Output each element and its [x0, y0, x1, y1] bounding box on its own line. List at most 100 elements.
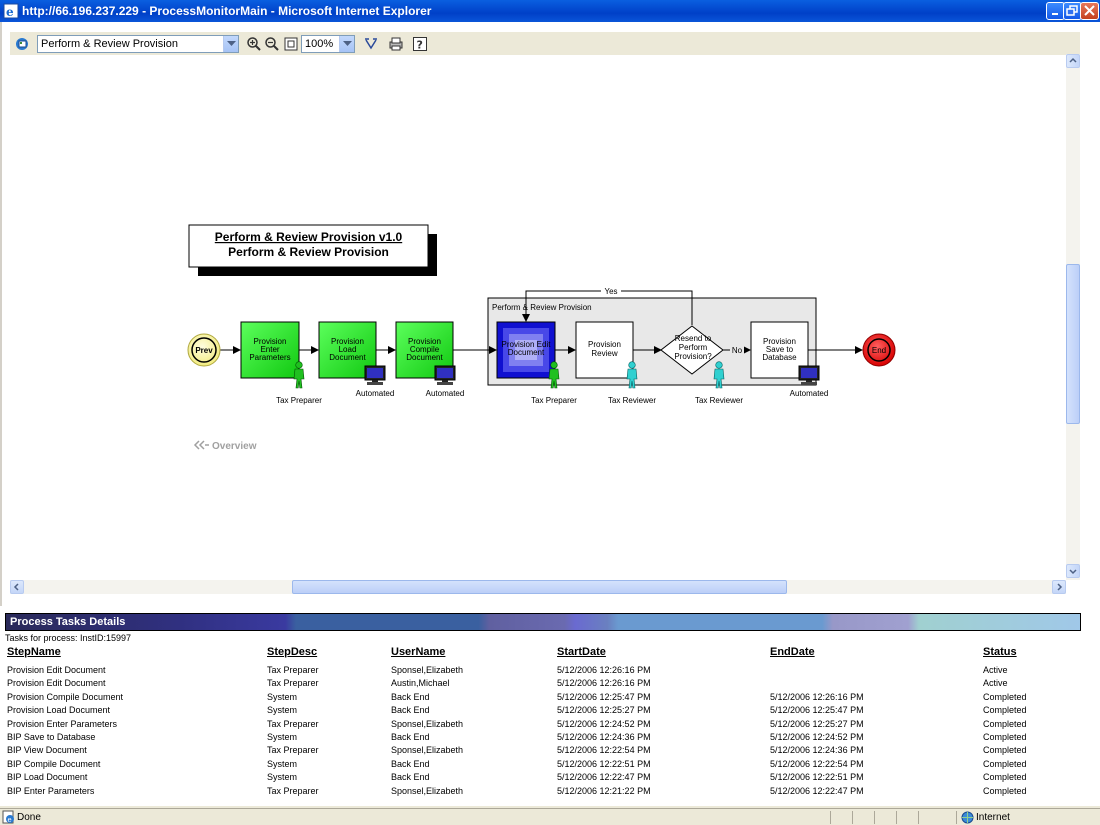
yes-label: Yes — [604, 287, 617, 296]
chevron-down-icon — [1069, 569, 1077, 575]
svg-text:Load: Load — [339, 345, 357, 354]
column-header-start-date[interactable]: StartDate — [557, 646, 606, 658]
cell-step-name: Provision Compile Document — [7, 691, 124, 702]
cell-start-date: 5/12/2006 12:26:16 PM — [557, 678, 651, 689]
vertical-scroll-thumb[interactable] — [1066, 264, 1080, 424]
scroll-down-button[interactable] — [1066, 564, 1080, 578]
print-icon[interactable] — [388, 36, 404, 52]
group-label: Perform & Review Provision — [492, 303, 592, 312]
column-header-step-name[interactable]: StepName — [7, 646, 61, 658]
step-2-performer: Automated — [356, 389, 395, 398]
chevron-down-icon — [343, 41, 352, 46]
column-header-status[interactable]: Status — [983, 646, 1017, 658]
svg-text:Provision: Provision — [763, 337, 796, 346]
cell-start-date: 5/12/2006 12:25:47 PM — [557, 691, 651, 702]
cell-step-name: BIP Enter Parameters — [7, 785, 95, 796]
step-provision-edit-document[interactable]: Provision Edit Document — [496, 321, 556, 379]
process-viewer: Perform & Review Provision 100% ? — [0, 22, 1100, 606]
diagram-title-line2: Perform & Review Provision — [228, 245, 389, 259]
cell-user-name: Sponsel,Elizabeth — [391, 665, 464, 675]
svg-text:Perform: Perform — [679, 343, 708, 352]
fit-page-icon[interactable] — [283, 36, 299, 52]
cell-step-name: BIP View Document — [7, 745, 87, 756]
cell-end-date: 5/12/2006 12:25:27 PM — [770, 718, 864, 729]
cell-step-desc: Tax Preparer — [267, 785, 319, 796]
horizontal-scroll-thumb[interactable] — [292, 580, 787, 594]
scroll-left-button[interactable] — [10, 580, 24, 594]
cell-start-date: 5/12/2006 12:22:54 PM — [557, 745, 651, 756]
column-header-user-name[interactable]: UserName — [391, 646, 446, 658]
zoom-select-dropdown[interactable] — [339, 36, 354, 52]
svg-text:Provision: Provision — [588, 340, 621, 349]
cell-end-date: 5/12/2006 12:24:52 PM — [770, 732, 864, 742]
start-event[interactable]: Prev — [187, 333, 221, 367]
cell-step-desc: System — [267, 732, 298, 742]
status-divider — [918, 811, 919, 824]
overview-link[interactable]: Overview — [193, 440, 257, 452]
cell-status: Active — [983, 678, 1008, 689]
cell-end-date: 5/12/2006 12:22:51 PM — [770, 772, 864, 783]
ie-logo-icon: e — [3, 3, 19, 19]
cell-status: Completed — [983, 718, 1027, 729]
diagram-title-line1: Perform & Review Provision v1.0 — [215, 230, 403, 244]
cell-start-date: 5/12/2006 12:25:27 PM — [557, 705, 651, 716]
cell-status: Completed — [983, 732, 1027, 742]
step-provision-review[interactable]: Provision Review — [575, 321, 634, 379]
zoom-out-icon[interactable] — [264, 36, 280, 52]
scroll-right-button[interactable] — [1052, 580, 1066, 594]
pan-tool-icon[interactable] — [363, 36, 379, 52]
restore-icon — [1066, 5, 1078, 16]
svg-text:Document: Document — [329, 353, 366, 362]
cell-start-date: 5/12/2006 12:22:51 PM — [557, 758, 651, 769]
cell-end-date: 5/12/2006 12:24:36 PM — [770, 745, 864, 756]
column-header-step-desc[interactable]: StepDesc — [267, 646, 318, 658]
horizontal-scrollbar[interactable] — [10, 580, 1066, 594]
svg-text:Provision: Provision — [408, 337, 441, 346]
cell-start-date: 5/12/2006 12:24:52 PM — [557, 718, 651, 729]
cell-user-name: Back End — [391, 705, 430, 716]
step-provision-load-document[interactable]: Provision Load Document — [318, 321, 377, 379]
vertical-scrollbar[interactable] — [1066, 54, 1080, 580]
process-map-icon[interactable] — [14, 36, 30, 52]
process-select-dropdown[interactable] — [223, 36, 238, 52]
step-provision-enter-parameters[interactable]: Provision Enter Parameters — [240, 321, 300, 379]
cell-step-name: Provision Edit Document — [7, 665, 106, 675]
chevron-left-icon — [13, 583, 19, 591]
cell-step-desc: Tax Preparer — [267, 718, 319, 729]
step-3-performer: Automated — [426, 389, 465, 398]
svg-text:?: ? — [417, 39, 423, 52]
internet-zone-icon — [961, 811, 974, 824]
zoom-in-icon[interactable] — [246, 36, 262, 52]
scroll-up-button[interactable] — [1066, 54, 1080, 68]
no-label: No — [732, 346, 743, 355]
cell-start-date: 5/12/2006 12:21:22 PM — [557, 785, 651, 796]
end-event[interactable]: End — [862, 333, 896, 367]
cell-step-name: Provision Load Document — [7, 705, 111, 716]
svg-text:Resend to: Resend to — [675, 334, 712, 343]
process-select[interactable]: Perform & Review Provision — [37, 35, 239, 53]
svg-text:e: e — [6, 5, 14, 19]
cell-user-name: Back End — [391, 691, 430, 702]
column-header-end-date[interactable]: EndDate — [770, 646, 815, 658]
zoom-select[interactable]: 100% — [301, 35, 355, 53]
close-button[interactable] — [1080, 2, 1099, 20]
cell-status: Completed — [983, 758, 1027, 769]
help-icon[interactable]: ? — [412, 36, 428, 52]
cell-step-name: Provision Enter Parameters — [7, 718, 118, 729]
svg-text:Provision: Provision — [331, 337, 364, 346]
decision-resend-to-perform-provision[interactable]: Resend to Perform Provision? — [660, 325, 724, 375]
svg-text:Compile: Compile — [410, 345, 440, 354]
viewer-toolbar: Perform & Review Provision 100% ? — [10, 32, 1080, 56]
step-7-performer: Automated — [790, 389, 829, 398]
tasks-header-bar: Process Tasks Details — [5, 613, 1081, 631]
cell-step-name: BIP Load Document — [7, 772, 88, 783]
cell-step-name: BIP Save to Database — [7, 732, 96, 742]
end-event-label: End — [872, 346, 886, 355]
close-icon — [1084, 5, 1095, 16]
window-titlebar: e http://66.196.237.229 - ProcessMonitor… — [0, 0, 1100, 22]
cell-step-name: Provision Edit Document — [7, 678, 106, 689]
cell-user-name: Back End — [391, 758, 430, 769]
